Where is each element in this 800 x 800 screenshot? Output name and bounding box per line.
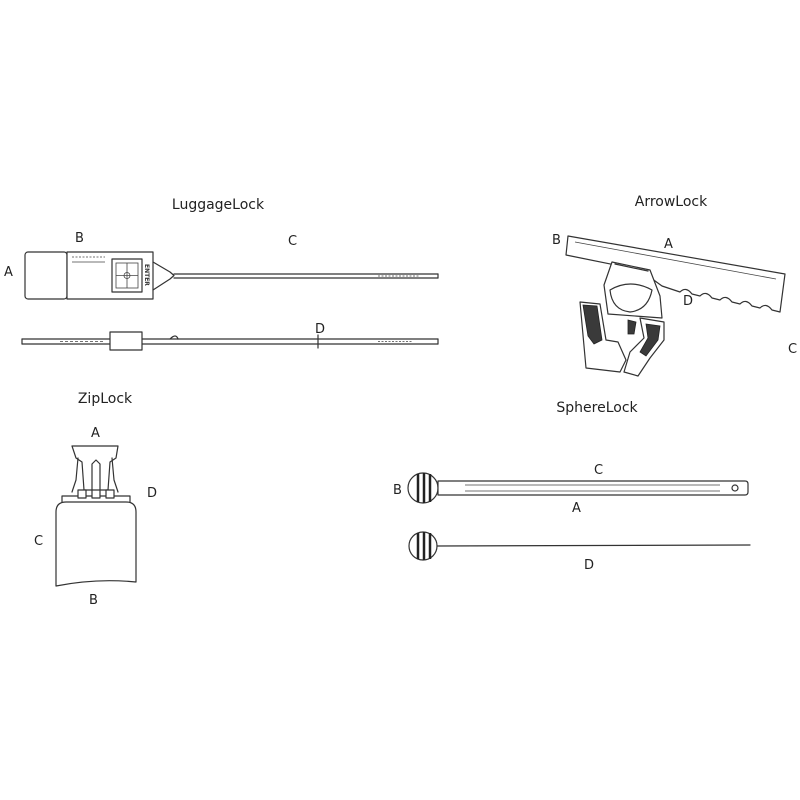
luggage-lock-body	[66, 251, 154, 300]
arrow-lock-figure: ArrowLock B A D C	[552, 194, 797, 377]
zip-lock-notch-3	[105, 489, 115, 499]
arrow-lock-bar	[565, 235, 786, 313]
luggage-lock-side-housing	[109, 331, 143, 351]
arrow-lock-body	[603, 261, 663, 319]
luggage-lock-label-c: C	[288, 234, 297, 249]
arrow-lock-window	[609, 283, 653, 313]
arrow-lock-body-hinge	[614, 263, 649, 272]
luggage-lock-label-d: D	[315, 322, 325, 337]
luggage-lock-label-b: B	[75, 231, 84, 246]
zip-lock-clip	[71, 445, 119, 491]
sphere-lock-strap-hole	[731, 484, 739, 492]
sphere-lock-top-view	[407, 472, 749, 504]
arrow-lock-left-prong-shade	[582, 304, 603, 345]
zip-lock-label-c: C	[34, 534, 43, 549]
zip-lock-clip-right-arm	[111, 457, 119, 493]
arrow-lock-title: ArrowLock	[635, 194, 708, 210]
arrow-lock-label-d: D	[683, 294, 693, 309]
sphere-lock-label-c: C	[594, 463, 603, 478]
sphere-lock-label-b: B	[393, 483, 402, 498]
luggage-lock-figure: LuggageLock ENTER	[4, 197, 439, 351]
arrow-lock-label-b: B	[552, 233, 561, 248]
luggage-lock-head	[24, 251, 68, 300]
zip-lock-title: ZipLock	[78, 391, 133, 407]
luggage-lock-label-a: A	[4, 265, 13, 280]
sphere-lock-bottom-view	[408, 531, 751, 561]
sphere-lock-label-d: D	[584, 558, 594, 573]
luggage-lock-window-frame	[111, 258, 143, 293]
zip-lock-figure: ZipLock A D C B	[34, 391, 157, 608]
arrow-lock-right-prong-shade	[639, 323, 661, 357]
sphere-lock-figure: SphereLock B C A D	[393, 400, 751, 573]
arrow-lock-center-tab	[627, 319, 637, 335]
zip-lock-notch-1	[77, 489, 87, 499]
zip-lock-label-b: B	[89, 593, 98, 608]
arrow-lock-label-a: A	[664, 237, 673, 252]
zip-lock-label-d: D	[147, 486, 157, 501]
luggage-lock-title: LuggageLock	[172, 197, 265, 213]
sphere-lock-strap	[437, 480, 749, 496]
luggage-lock-top-view: ENTER	[24, 251, 439, 300]
sphere-lock-label-a: A	[572, 501, 581, 516]
luggage-lock-taper	[152, 261, 175, 291]
zip-lock-clip-left-arm	[71, 457, 79, 493]
zip-lock-label-a: A	[91, 426, 100, 441]
luggage-lock-side-hook	[169, 335, 179, 340]
sphere-lock-title: SphereLock	[556, 400, 638, 416]
luggage-lock-enter-text: ENTER	[143, 264, 150, 286]
zip-lock-tag	[55, 501, 137, 587]
arrow-lock-label-c: C	[788, 342, 797, 357]
luggage-lock-window-dot	[123, 272, 131, 279]
sphere-lock-wire	[436, 544, 751, 547]
zip-lock-notch-2	[91, 489, 101, 499]
arrow-lock-bar-inner-edge	[574, 241, 777, 280]
luggage-lock-side-view	[21, 331, 439, 351]
